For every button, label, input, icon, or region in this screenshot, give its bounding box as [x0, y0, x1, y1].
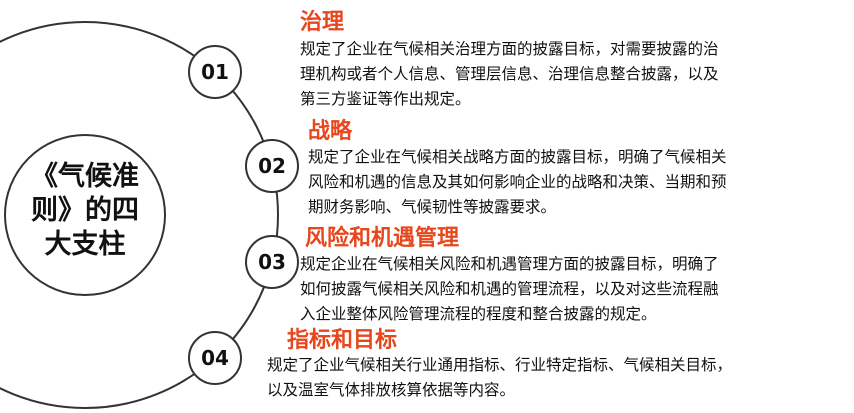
- number-circle-01: [188, 45, 242, 99]
- pillar-title: 风险和机遇管理: [305, 226, 460, 251]
- pillar-description: 规定了企业气候相关行业通用指标、行业特定指标、气候相关目标， 以及温室气体排放核…: [267, 353, 732, 403]
- pillar-description: 规定了企业在气候相关治理方面的披露目标，对需要披露的治 理机构或者个人信息、管理…: [300, 37, 719, 112]
- outer-arc: [0, 21, 279, 409]
- pillar-number: 02: [258, 154, 286, 178]
- description-line: 理机构或者个人信息、管理层信息、治理信息整合披露，以及: [300, 65, 719, 83]
- center-title-line: 大支柱: [44, 229, 126, 260]
- description-line: 入企业整体风险管理流程的程度和整合披露的规定。: [300, 305, 657, 323]
- number-circle-03: [245, 235, 299, 289]
- pillar-description: 规定了企业在气候相关战略方面的披露目标，明确了气候相关 风险和机遇的信息及其如何…: [308, 145, 727, 220]
- description-line: 风险和机遇的信息及其如何影响企业的战略和决策、当期和预: [308, 173, 727, 191]
- description-line: 期财务影响、气候韧性等披露要求。: [308, 198, 557, 216]
- pillar-number: 01: [201, 60, 229, 84]
- center-title-line: 则》的四: [31, 195, 139, 226]
- number-circle-04: [188, 331, 242, 385]
- description-line: 规定了企业在气候相关战略方面的披露目标，明确了气候相关: [308, 148, 727, 166]
- description-line: 如何披露气候相关风险和机遇的管理流程，以及对这些流程融: [300, 280, 719, 298]
- center-title-line: 《气候准: [31, 161, 139, 192]
- number-circle-02: [245, 139, 299, 193]
- pillar-number: 04: [201, 346, 229, 370]
- description-line: 规定了企业在气候相关治理方面的披露目标，对需要披露的治: [300, 40, 719, 58]
- pillar-title: 指标和目标: [287, 328, 398, 353]
- description-line: 第三方鉴证等作出规定。: [300, 90, 471, 108]
- pillar-description: 规定企业在气候相关风险和机遇管理方面的披露目标，明确了 如何披露气候相关风险和机…: [300, 252, 719, 327]
- center-circle: [4, 134, 166, 296]
- pillar-title: 治理: [300, 10, 345, 35]
- pillar-title: 战略: [308, 119, 353, 144]
- pillar-number: 03: [258, 250, 286, 274]
- center-title: 《气候准 则》的四 大支柱: [5, 160, 165, 262]
- description-line: 以及温室气体排放核算依据等内容。: [267, 381, 516, 399]
- description-line: 规定企业在气候相关风险和机遇管理方面的披露目标，明确了: [300, 255, 719, 273]
- description-line: 规定了企业气候相关行业通用指标、行业特定指标、气候相关目标，: [267, 356, 733, 374]
